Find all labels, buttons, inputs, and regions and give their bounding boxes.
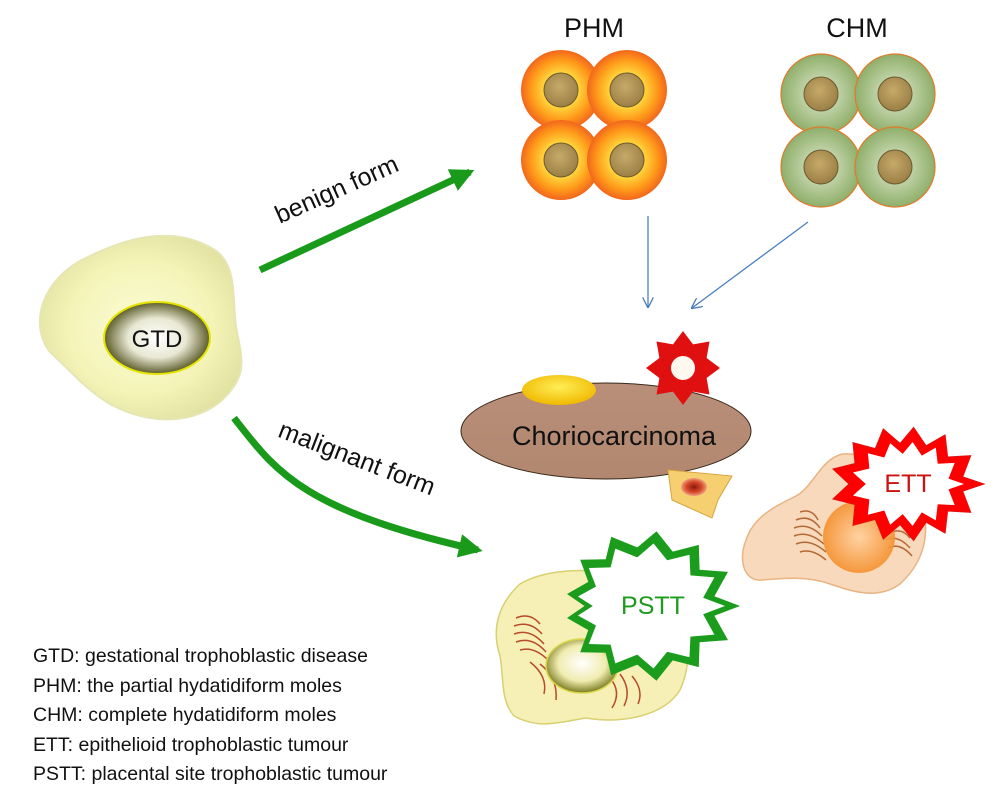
legend-item: GTD: gestational trophoblastic disease	[33, 645, 368, 667]
choriocarcinoma-label: Choriocarcinoma	[512, 421, 717, 451]
chm-nucleus	[803, 76, 839, 112]
choriocarcinoma-small-nucleus	[681, 478, 707, 496]
chm-nucleus	[877, 76, 913, 112]
phm-nucleus	[543, 142, 579, 178]
chm-nucleus	[803, 149, 839, 185]
chm-cluster: CHM	[780, 13, 936, 208]
legend-item: PHM: the partial hydatidiform moles	[33, 674, 342, 697]
phm-cluster: PHM	[521, 13, 667, 200]
chm-label: CHM	[826, 13, 888, 43]
ett-label: ETT	[884, 470, 931, 498]
abbreviation-legend: GTD: gestational trophoblastic disease P…	[33, 642, 387, 790]
legend-item: PSTT: placental site trophoblastic tumou…	[33, 763, 388, 785]
ett-node: ETT	[741, 426, 986, 594]
pstt-label: PSTT	[621, 592, 685, 620]
gtd-nucleus	[103, 301, 211, 375]
benign-arrow	[258, 168, 475, 274]
phm-nucleus	[609, 142, 645, 178]
phm-nucleus	[543, 72, 579, 108]
benign-form-label: benign form	[271, 150, 403, 229]
ett-burst-inner	[853, 442, 964, 526]
phm-label: PHM	[564, 13, 624, 43]
pstt-node: PSTT	[495, 531, 740, 725]
legend-item: ETT: epithelioid trophoblastic tumour	[33, 733, 349, 756]
choriocarcinoma-yellow-cell	[522, 375, 596, 405]
malignant-arrow	[231, 415, 483, 558]
pstt-burst-inner	[578, 543, 725, 669]
gtd-cell: GTD	[38, 234, 243, 421]
chm-nucleus	[877, 149, 913, 185]
choriocarcinoma-node: Choriocarcinoma	[460, 331, 752, 519]
gtd-label: GTD	[132, 326, 183, 353]
legend-item: CHM: complete hydatidiform moles	[33, 704, 337, 726]
malignant-form-edge: malignant form	[231, 415, 483, 558]
choriocarcinoma-burst-core	[671, 356, 695, 380]
benign-form-edge: benign form	[258, 150, 475, 274]
choriocarcinoma-body	[460, 382, 752, 480]
chm-to-choriocarcinoma-arrow	[692, 221, 809, 308]
phm-nucleus	[609, 72, 645, 108]
